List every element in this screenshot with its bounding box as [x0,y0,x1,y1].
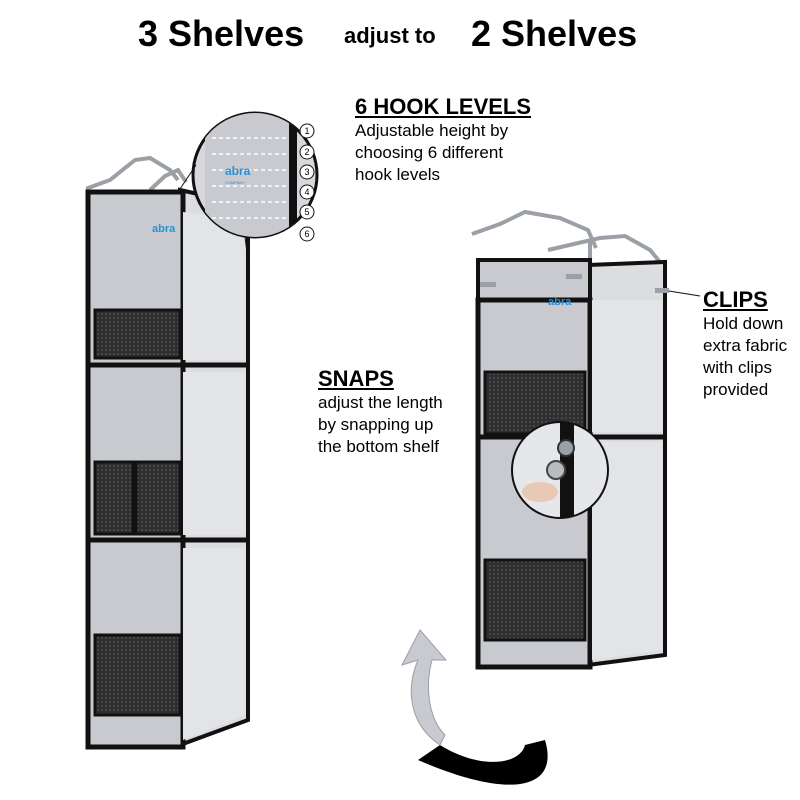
callout-snaps-heading: SNAPS [318,366,394,391]
callout-line: choosing 6 different [355,143,504,162]
callout-line: Hold down [703,314,784,333]
magnifier-logo: abra [225,164,251,178]
hanger-rod [471,209,598,249]
clip [480,282,496,287]
callout-clips: CLIPS Hold down extra fabric with clips … [703,287,787,401]
mesh-pocket [93,633,182,717]
organizer-three-shelves: abra [85,155,250,750]
hanger-rod [547,233,662,264]
hook-level-number: 2 [304,147,309,157]
hook-level-number: 4 [304,187,309,197]
title-three-shelves: 3 Shelves [138,13,305,54]
callout-line: the bottom shelf [318,437,439,456]
organizer-two-shelves: abra [471,209,701,670]
snap-magnifier [511,421,609,519]
hook-level-number: 3 [304,167,309,177]
adjust-arrow [401,629,548,785]
hook-level-number: 5 [304,207,309,217]
brand-logo: abra [548,296,572,308]
title-adjust-to: adjust to [344,23,436,48]
mesh-pocket [134,460,182,536]
callout-line: Adjustable height by [355,121,509,140]
callout-line: extra fabric [703,336,788,355]
hook-level-number: 1 [304,126,309,136]
brand-logo: abra [152,223,176,235]
callout-line: hook levels [355,165,441,184]
hanger-rod [86,155,180,198]
callout-hook-levels: 6 HOOK LEVELS Adjustable height by choos… [355,94,531,186]
mesh-pocket [93,460,135,536]
mesh-pocket [483,370,587,436]
hook-level-number: 6 [304,229,309,239]
magnifier-logo-sub: COMPANY [225,180,245,185]
callout-line: with clips [703,358,772,377]
callout-hook-levels-heading: 6 HOOK LEVELS [355,94,532,119]
callout-clips-heading: CLIPS [703,287,768,312]
mesh-pocket [483,558,587,642]
callout-line: by snapping up [318,415,434,434]
hook-levels-magnifier: abra COMPANY 1 2 3 4 5 6 [177,111,319,261]
clip [566,274,582,279]
callout-snaps: SNAPS adjust the length by snapping up t… [318,366,443,458]
hanger-rod [148,167,188,192]
clip [655,288,669,293]
callout-line: provided [703,380,769,399]
mesh-pocket [93,308,182,360]
callout-line: adjust the length [318,393,443,412]
title-row: 3 Shelves adjust to 2 Shelves [0,14,800,58]
title-two-shelves: 2 Shelves [471,13,638,54]
